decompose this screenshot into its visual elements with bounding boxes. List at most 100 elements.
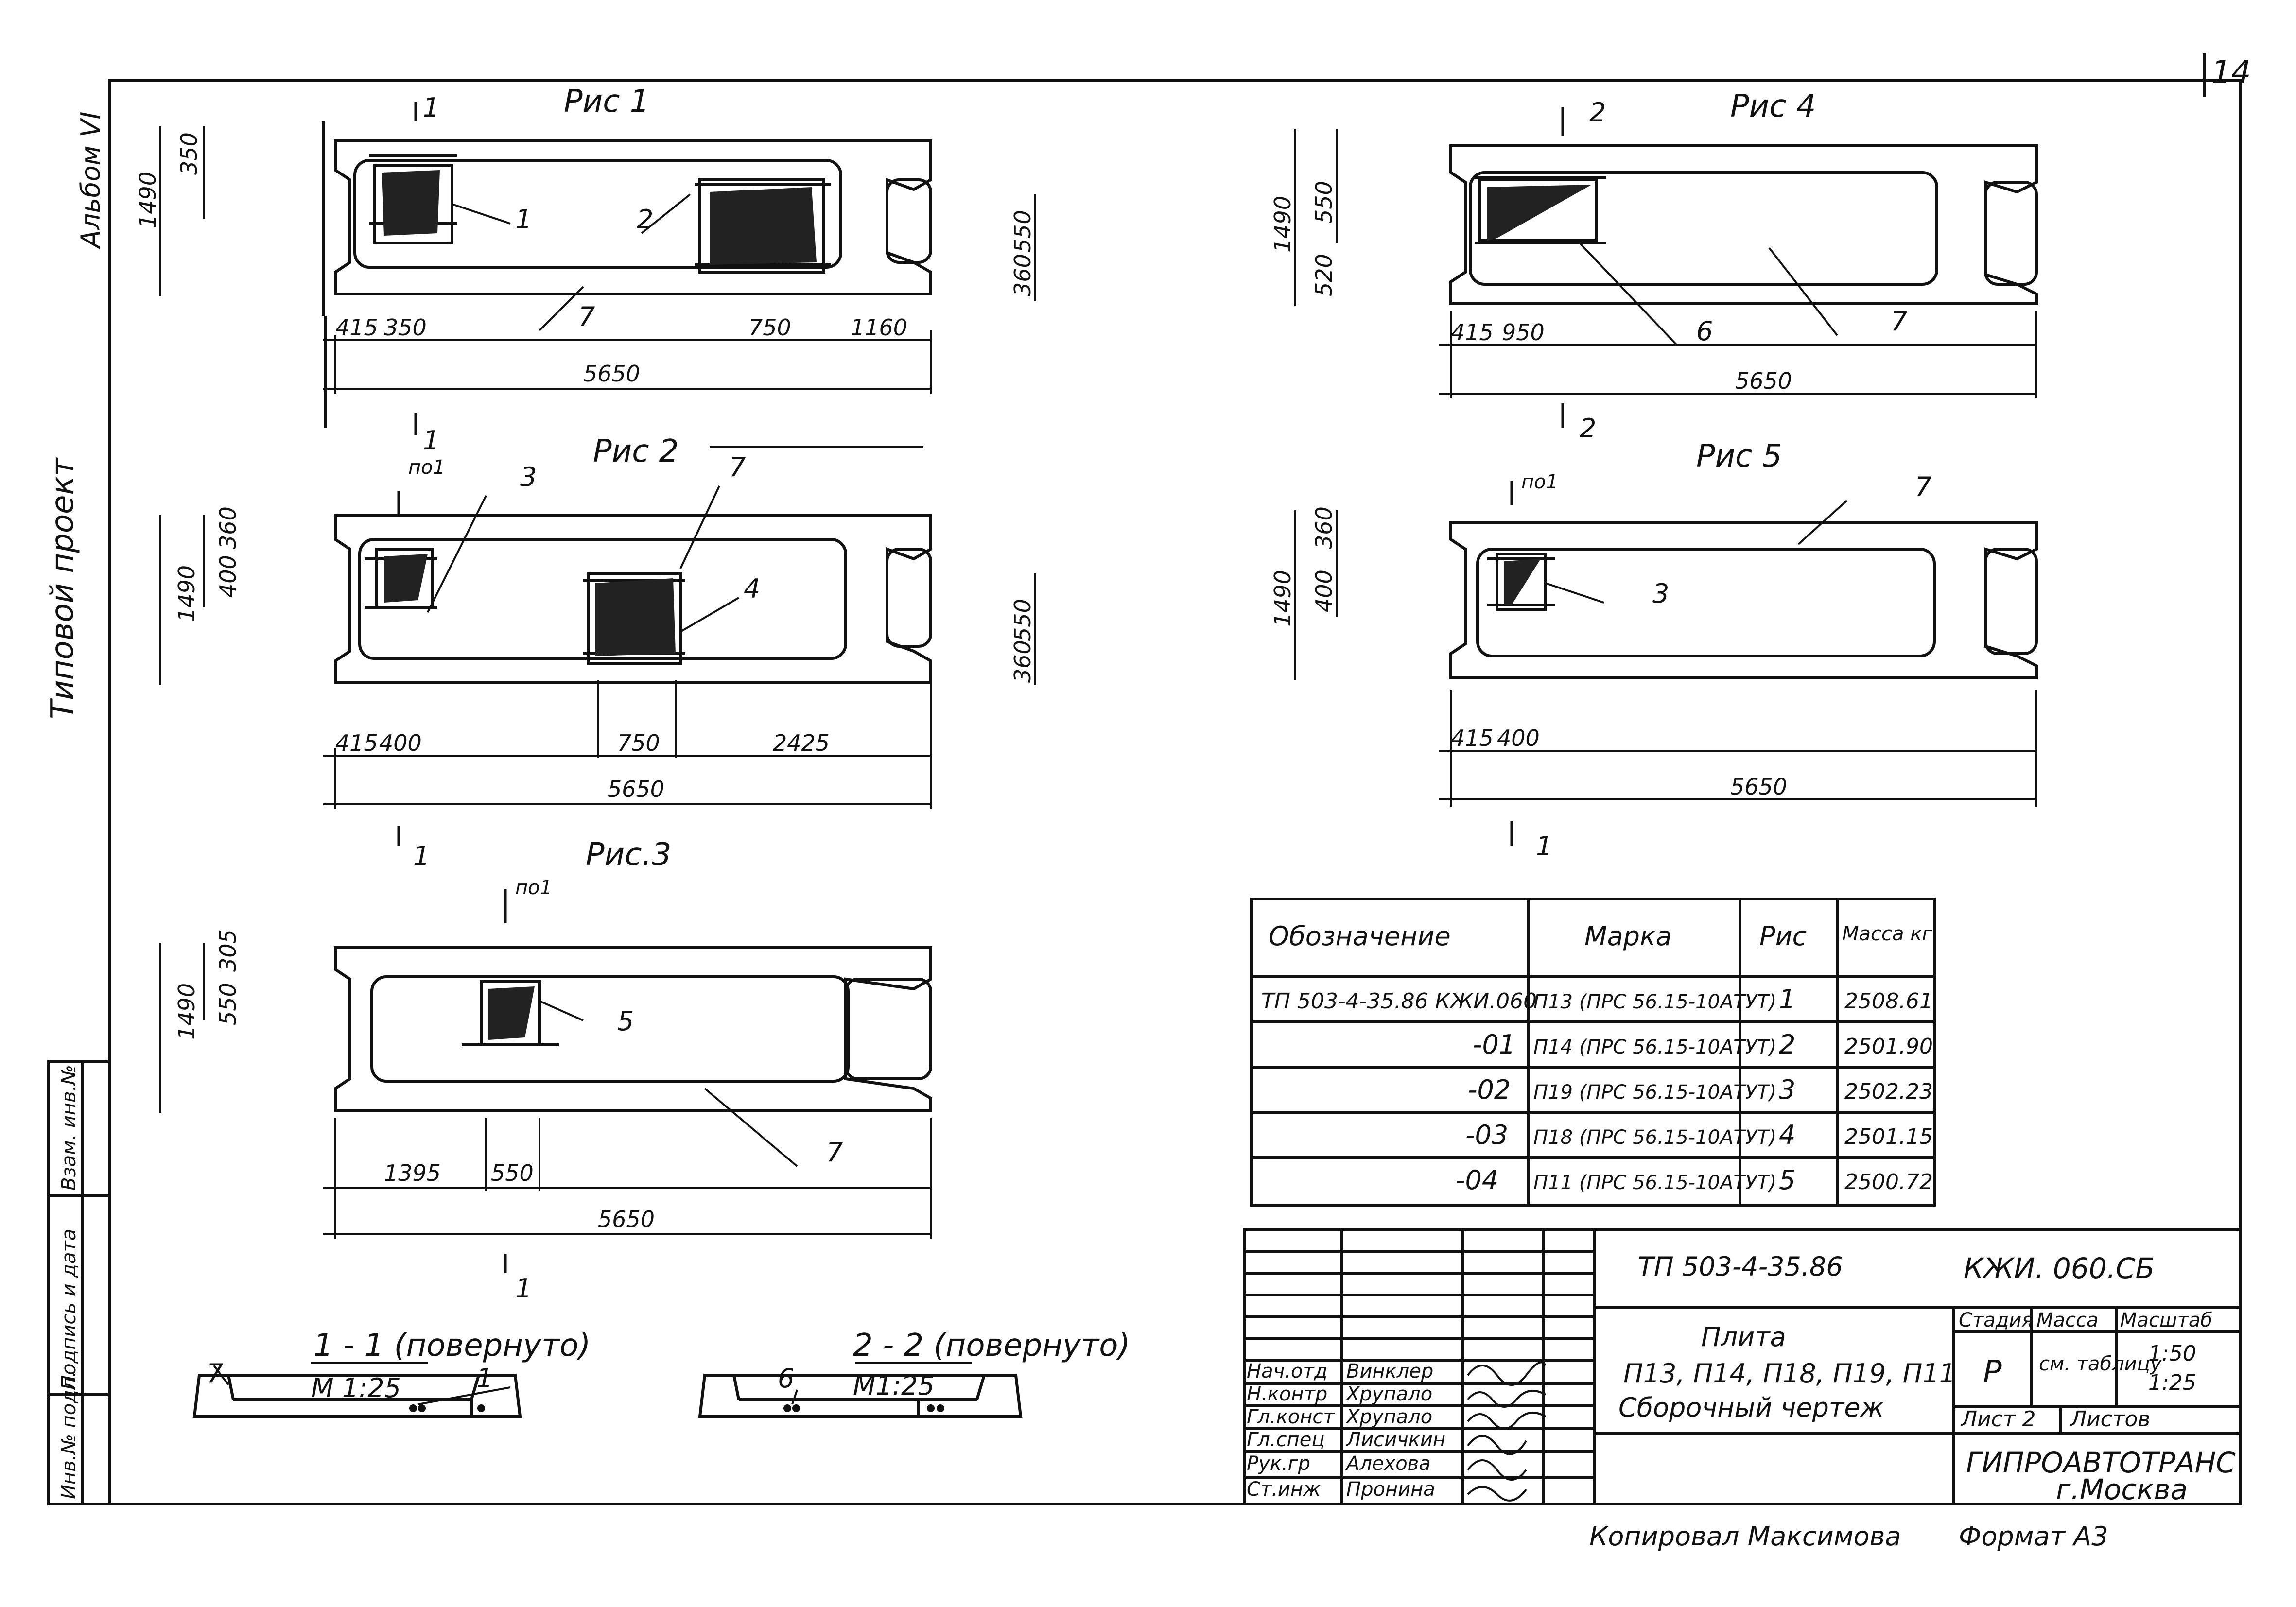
fig1-dim-left-1: 1490 [135, 172, 161, 228]
tb-role-6: Ст.инж [1247, 1478, 1321, 1501]
tb-role-2: Н.контр [1247, 1383, 1327, 1405]
fig1-total: 5650 [583, 361, 640, 387]
fig4-total: 5650 [1735, 368, 1792, 394]
section-2-2-scale: М1:25 [853, 1370, 935, 1401]
fig3-dim-1: 1395 [384, 1160, 441, 1186]
section-1-1-title: 1 - 1 (повернуто) [313, 1328, 591, 1364]
spec-row-5-mass: 2500.72 [1844, 1170, 1933, 1194]
spec-row-5-designation: -04 [1456, 1165, 1498, 1195]
fig1-dim-right-1: 550 [1009, 210, 1036, 253]
stamp-label-inv: Инв.№ подл. [58, 1371, 80, 1499]
fig2-callout-4: 4 [744, 573, 760, 604]
fig2-section-top: по1 [408, 456, 445, 479]
tb-name-1: Винклер [1346, 1360, 1433, 1382]
fig5-dim-left-1: 1490 [1270, 570, 1296, 627]
fig1-drawing [159, 102, 1036, 448]
spec-table-grid [1250, 898, 1936, 1207]
section-1-1-callout-7: 7 [207, 1358, 223, 1389]
tb-stage-label: Стадия [1959, 1309, 2033, 1331]
section-2-2-title: 2 - 2 (повернуто) [853, 1328, 1130, 1364]
tb-name-4: Лисичкин [1345, 1429, 1445, 1451]
section-1-1-scale: М 1:25 [311, 1373, 401, 1403]
fig4-drawing [1294, 107, 2038, 428]
tb-sheet: Лист 2 [1960, 1407, 2035, 1432]
fig1-dim-2: 350 [384, 314, 427, 341]
fig2-title: Рис 2 [593, 433, 678, 469]
project-label: Типовой проект [45, 457, 81, 719]
fig4-dim-left-2: 550 [1311, 181, 1337, 224]
fig1-dim-4: 1160 [851, 314, 907, 341]
spec-row-4-fig: 4 [1779, 1120, 1795, 1150]
spec-header-fig: Рис [1759, 921, 1807, 951]
page-number: 14 [2211, 54, 2251, 90]
fig5-dim-left-3: 360 [1311, 506, 1337, 549]
fig3-title: Рис.3 [586, 837, 671, 873]
spec-row-3-designation: -02 [1468, 1074, 1511, 1105]
tb-name-line-1: Плита [1701, 1322, 1786, 1352]
footer-copied: Копировал Максимова [1589, 1521, 1901, 1552]
fig1-callout-7: 7 [578, 301, 595, 332]
fig2-drawing [159, 485, 1036, 846]
fig5-dim-2: 400 [1497, 725, 1540, 751]
section-1-1-callout-1: 1 [476, 1363, 493, 1394]
fig2-dim-left-3: 360 [215, 506, 241, 549]
tb-name-5: Алехова [1345, 1452, 1431, 1475]
fig4-callout-7: 7 [1891, 306, 1907, 337]
fig2-dim-right-1: 550 [1009, 599, 1036, 641]
fig4-section-top: 2 [1589, 97, 1606, 128]
spec-row-2-designation: -01 [1473, 1029, 1515, 1060]
spec-header-mass: Масса кг [1842, 923, 1932, 945]
tb-role-5: Рук.гр [1247, 1452, 1310, 1475]
stamp-label-vzam: Взам. инв.№ [58, 1065, 80, 1191]
fig3-dim-left-3: 305 [215, 929, 241, 972]
tb-role-1: Нач.отд [1247, 1360, 1327, 1382]
fig1-callout-2: 2 [637, 204, 653, 235]
fig1-dim-right-2: 360 [1009, 254, 1036, 296]
fig4-dim-1: 415 [1451, 319, 1494, 346]
tb-sheets: Листов [2070, 1407, 2150, 1432]
spec-row-3-mass: 2502.23 [1844, 1079, 1933, 1104]
tb-project-code: ТП 503-4-35.86 [1638, 1251, 1843, 1282]
tb-mass-label: Масса [2036, 1309, 2099, 1331]
tb-doc-code: КЖИ. 060.СБ [1964, 1252, 2155, 1285]
fig5-title: Рис 5 [1696, 438, 1782, 474]
fig1-dim-left-2: 350 [176, 132, 202, 175]
fig1-title: Рис 1 [564, 84, 649, 120]
fig1-dim-3: 750 [748, 314, 791, 341]
tb-org: ГИПРОАВТОТРАНС [1966, 1446, 2236, 1479]
fig2-callout-7: 7 [729, 452, 746, 483]
section-1-1-drawing [192, 1362, 522, 1418]
fig3-section-bottom: 1 [515, 1273, 532, 1304]
tb-name-6: Пронина [1346, 1478, 1435, 1501]
tb-name-2: Хрупало [1345, 1383, 1432, 1405]
spec-row-4-mark: П18 (ПРС 56.15-10АТУТ) [1533, 1126, 1776, 1149]
fig3-dim-left-2: 550 [215, 983, 241, 1025]
spec-row-1-mark: П13 (ПРС 56.15-10АТУТ) [1533, 991, 1776, 1013]
spec-row-4-designation: -03 [1465, 1120, 1508, 1150]
sheet-frame [108, 79, 2242, 1505]
spec-header-mark: Марка [1584, 921, 1672, 951]
fig4-section-bottom: 2 [1580, 413, 1596, 444]
fig3-dim-left-1: 1490 [174, 983, 200, 1040]
fig1-section-top: 1 [423, 92, 439, 123]
spec-row-4-mass: 2501.15 [1844, 1124, 1933, 1149]
tb-stage: Р [1983, 1354, 2002, 1390]
fig2-dim-left-2: 400 [215, 555, 241, 598]
spec-row-5-fig: 5 [1779, 1165, 1795, 1195]
title-block-grid [1243, 1228, 2242, 1505]
fig3-section-top: по1 [515, 877, 552, 899]
tb-mass: см. таблицу [2039, 1353, 2162, 1375]
tb-name-line-3: Сборочный чертеж [1618, 1392, 1884, 1423]
tb-role-3: Гл.конст [1247, 1406, 1335, 1428]
fig2-dim-left-1: 1490 [174, 565, 200, 622]
left-stamp-grid [47, 1060, 111, 1505]
opening-fills [382, 170, 1592, 1040]
spec-header-designation: Обозначение [1269, 921, 1451, 951]
tb-role-4: Гл.спец [1247, 1429, 1325, 1451]
spec-row-5-mark: П11 (ПРС 56.15-10АТУТ) [1533, 1172, 1776, 1194]
fig4-dim-left-3: 520 [1311, 254, 1337, 296]
fig5-callout-3: 3 [1652, 578, 1669, 609]
spec-row-3-mark: П19 (ПРС 56.15-10АТУТ) [1533, 1081, 1776, 1104]
fig5-total: 5650 [1730, 774, 1787, 800]
